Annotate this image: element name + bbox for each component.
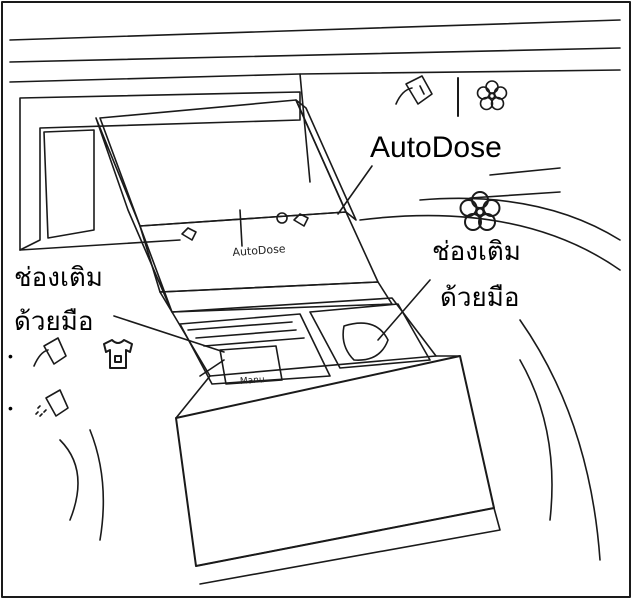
drawer-opening (19, 91, 301, 251)
washer-top-edge-2 (9, 47, 621, 63)
tray-insert (219, 345, 283, 385)
drawer-front-lower (195, 507, 501, 585)
washer-top-edge-3 (9, 73, 301, 83)
drawer-opening-lip (19, 239, 181, 251)
right-compartment-insert (342, 322, 389, 361)
leader-left (113, 315, 225, 353)
powder-detergent-icon (35, 389, 69, 417)
drawer-right-rail (295, 99, 357, 221)
tray-label: Manu (239, 375, 266, 387)
tshirt-icon (103, 339, 133, 369)
liquid-detergent-icon (33, 337, 67, 367)
right-compartment (309, 303, 431, 369)
bullet-liquid: • (8, 348, 13, 364)
right-compartment-label-line1: ช่องเติม (432, 237, 521, 267)
washer-right-edge (519, 319, 601, 561)
bullet-powder: • (8, 400, 13, 416)
washer-right-detail (469, 167, 561, 199)
drawer-front (175, 355, 495, 567)
drawer-front-side (175, 355, 461, 419)
left-compartment-label-line2: ด้วยมือ (14, 307, 94, 337)
washer-right-panel (299, 69, 621, 183)
autodose-panel-divider (239, 209, 243, 247)
left-compartment (179, 313, 331, 385)
drawer-left-rail (95, 117, 173, 313)
softener-flower-icon (476, 80, 508, 111)
panel-flower-icon (276, 212, 288, 224)
panel-right-icon (293, 213, 309, 227)
washer-right-curve-2 (359, 214, 621, 271)
autodose-title: AutoDose (370, 131, 502, 164)
drawer-opening-inner (43, 129, 95, 239)
panel-left-icon (181, 227, 197, 241)
left-compartment-ribs (187, 321, 305, 347)
right-compartment-label-line2: ด้วยมือ (440, 283, 520, 313)
leader-left-2 (199, 359, 225, 377)
washer-front-scribble (59, 359, 553, 541)
drawer-top-surface (99, 99, 347, 227)
detergent-bottle-icon (395, 75, 433, 105)
leader-right (377, 279, 431, 341)
softener-flower-icon-right (459, 191, 501, 231)
washer-right-curve (419, 197, 621, 241)
washer-top-edge (9, 19, 621, 41)
left-compartment-label-line1: ช่องเติม (14, 263, 103, 293)
leader-autodose (337, 165, 373, 215)
